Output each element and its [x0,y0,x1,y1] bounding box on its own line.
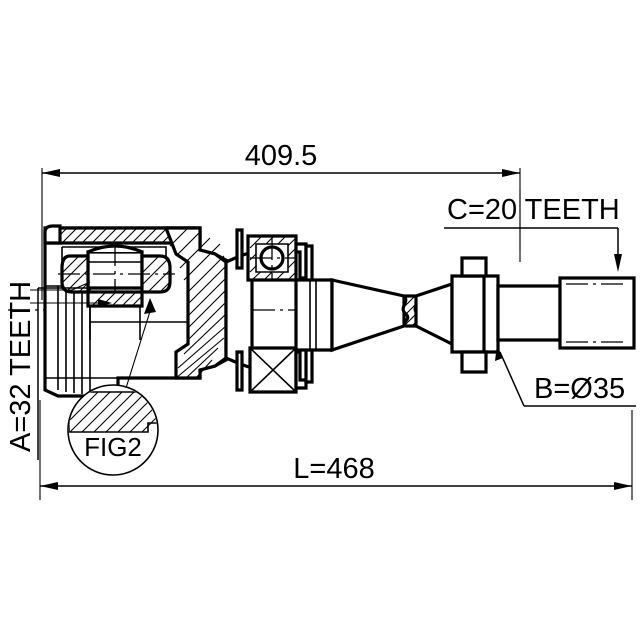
drive-shaft [294,256,636,374]
hatch-right-wall [169,227,227,379]
l-arrow-right [614,482,632,490]
flange-tab-top [460,256,488,278]
arrow-right [502,169,520,177]
callout-b-arrow [495,345,503,361]
callout-c-label: C=20 TEETH [447,194,620,226]
output-spline-teeth [566,283,628,343]
housing-cap-left-corner [43,224,62,245]
snap-ring-upper [294,242,308,280]
arrow-left [42,169,60,177]
callout-a-32-teeth: A=32 TEETH [5,281,92,460]
callout-b-diameter: B=Ø35 [495,345,636,407]
fig2-hatch-group [69,391,157,433]
callout-b-leader [499,351,525,407]
callout-a-label: A=32 TEETH [5,281,37,452]
callout-c-arrow [614,254,622,272]
cv-joint-housing [30,224,242,398]
hatch-inner-race [91,291,143,307]
retainer-clip-upper [235,228,244,270]
retainer-clip-lower [235,350,244,392]
callout-c-20-teeth: C=20 TEETH [444,190,622,272]
shaft-journal [496,284,562,342]
fig2-label: FIG2 [84,432,142,462]
l-arrow-left [40,482,58,490]
shaft-flange [450,274,500,354]
shaft-taper-right [414,281,454,347]
shaft-collar [294,278,334,352]
housing-right-wall [163,226,228,380]
flange-tab-bottom [460,350,488,374]
detail-bubble-fig2: FIG2 [67,298,159,476]
fig2-leader-line [125,304,153,389]
dimension-l-468-label: L=468 [293,453,374,485]
fig2-leader-arrow [144,298,156,314]
inner-ball-cage [58,244,188,340]
output-spline-end [558,276,636,350]
callout-b-label: B=Ø35 [534,373,625,405]
dimension-409-5-label: 409.5 [245,140,318,172]
internal-leader-arrow [30,299,112,307]
shaft-taper-left [330,278,406,353]
dimension-409-5: 409.5 [41,140,521,300]
seal-cross-2 [249,347,297,393]
dimension-l-468: L=468 [39,400,633,500]
